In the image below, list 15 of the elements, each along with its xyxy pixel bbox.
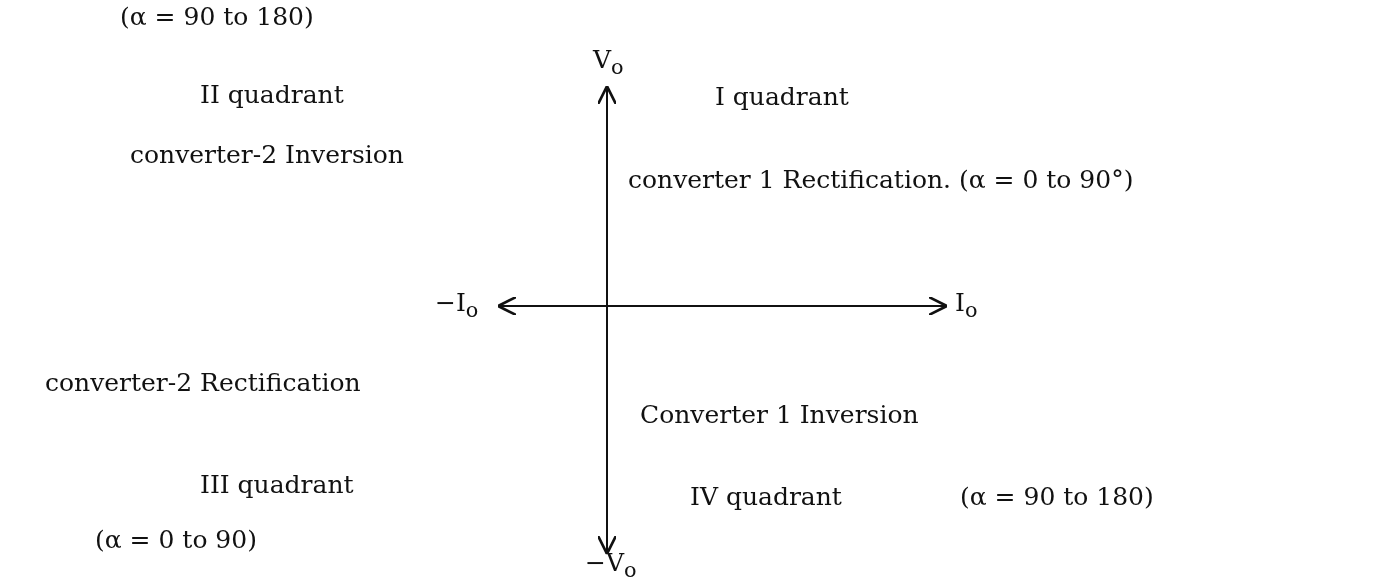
angle-range: (α = 0 to 90) [95, 525, 257, 554]
axis-label: −I$_{o}$ [435, 288, 479, 322]
quadrant-label: II quadrant [200, 80, 344, 109]
quadrant-label: III quadrant [200, 470, 354, 499]
mode-label: converter 1 Rectification. (α = 0 to 90°) [628, 165, 1134, 194]
angle-range: (α = 90 to 180) [120, 2, 314, 31]
mode-label: converter-2 Rectification [45, 368, 361, 397]
axis-label: −V$_{o}$ [585, 548, 637, 582]
angle-range: (α = 90 to 180) [960, 482, 1154, 511]
axis-label: I$_{o}$ [955, 288, 978, 322]
mode-label: Converter 1 Inversion [640, 400, 919, 429]
axis-label: V$_{o}$ [593, 45, 624, 79]
quadrant-label: IV quadrant [690, 482, 842, 511]
quadrant-label: I quadrant [715, 82, 849, 111]
mode-label: converter-2 Inversion [130, 140, 404, 169]
